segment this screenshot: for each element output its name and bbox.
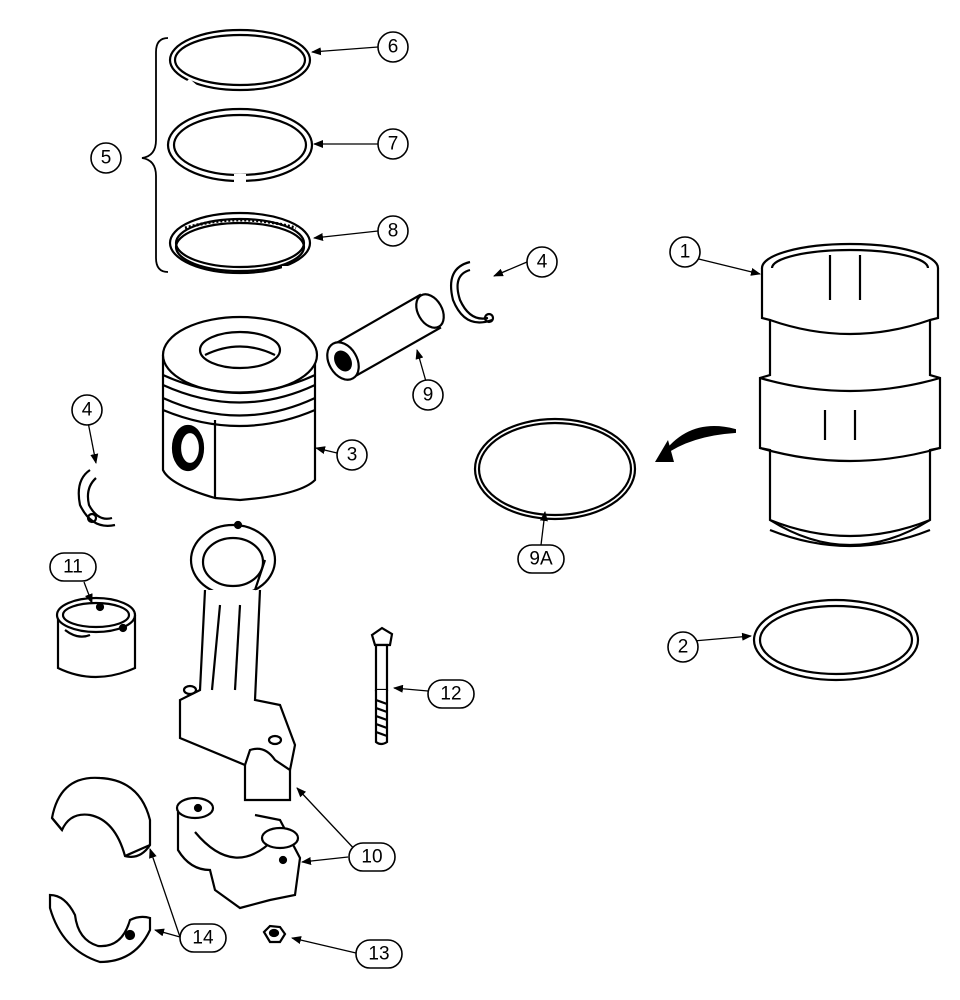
leader-14-upper [149, 848, 181, 938]
svg-text:5: 5 [101, 148, 112, 169]
cylinder-liner [760, 244, 940, 546]
leader-10-cap [301, 856, 349, 866]
oil-control-ring [170, 213, 310, 274]
bearing-shell-lower [50, 895, 150, 962]
leader-8 [313, 230, 379, 241]
leader-11 [83, 581, 93, 604]
connecting-rod [180, 522, 295, 800]
svg-text:8: 8 [388, 221, 399, 242]
leader-6 [311, 46, 379, 56]
svg-text:12: 12 [440, 684, 461, 705]
svg-text:1: 1 [680, 242, 691, 263]
svg-text:11: 11 [63, 557, 83, 578]
o-ring-liner [754, 600, 918, 680]
callout-14: 14 [179, 923, 227, 953]
callout-10: 10 [348, 842, 396, 872]
snap-ring-lower [79, 470, 115, 526]
leader-3 [315, 446, 338, 454]
callout-9: 9 [412, 379, 444, 411]
svg-text:2: 2 [678, 637, 689, 658]
svg-text:13: 13 [368, 944, 389, 965]
nut [264, 926, 285, 942]
callout-11: 11 [49, 552, 97, 582]
callout-13: 13 [355, 939, 403, 969]
leader-9a [539, 511, 548, 546]
rotation-arrowhead [655, 440, 674, 462]
svg-text:9A: 9A [529, 549, 553, 570]
callout-8: 8 [377, 215, 409, 247]
connecting-rod-cap [177, 798, 300, 908]
svg-text:9: 9 [423, 385, 434, 406]
leader-13 [291, 936, 357, 954]
callout-9a: 9A [517, 544, 565, 574]
leader-10-rod [296, 787, 360, 855]
leader-4-lower [87, 421, 99, 464]
svg-text:3: 3 [347, 445, 358, 466]
callout-2: 2 [667, 631, 699, 663]
piston-ring-second [168, 109, 312, 186]
ring-set-brace [141, 37, 169, 273]
svg-text:4: 4 [537, 252, 548, 273]
callout-7: 7 [377, 128, 409, 160]
piston-ring-top [170, 30, 310, 90]
callout-5: 5 [90, 142, 122, 174]
svg-text:10: 10 [361, 847, 382, 868]
leader-14-lower [154, 928, 181, 938]
rotation-arrow [662, 426, 736, 456]
leader-4-upper [493, 261, 528, 277]
bushing [57, 598, 135, 677]
piston-pin [321, 289, 450, 385]
callout-1: 1 [669, 236, 701, 268]
svg-text:6: 6 [388, 37, 399, 58]
callout-12: 12 [427, 679, 475, 709]
callout-4-lower: 4 [71, 394, 103, 426]
callout-3: 3 [336, 439, 368, 471]
svg-text:4: 4 [82, 400, 93, 421]
callout-4-upper: 4 [526, 246, 558, 278]
svg-text:7: 7 [388, 134, 399, 155]
leader-9 [415, 349, 428, 386]
connecting-rod-bolt [372, 628, 392, 744]
piston [163, 317, 317, 500]
bearing-shell-upper [52, 778, 150, 857]
leader-12 [393, 684, 429, 693]
snap-ring-upper [451, 262, 493, 323]
callout-6: 6 [377, 31, 409, 63]
svg-text:14: 14 [192, 928, 214, 949]
o-ring-large [475, 419, 635, 519]
